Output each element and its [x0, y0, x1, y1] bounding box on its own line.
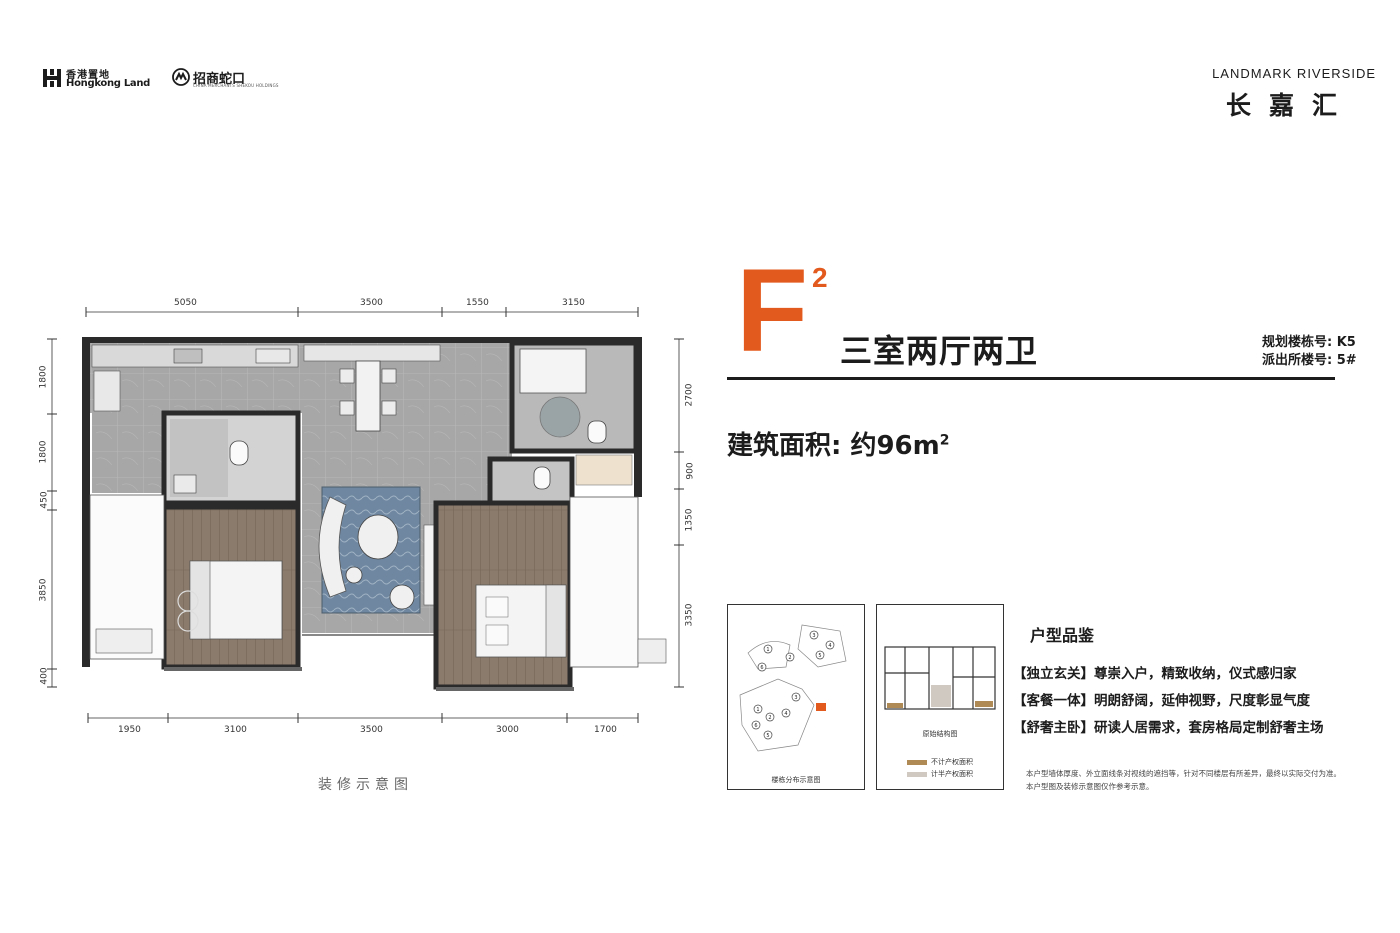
gross-area: 建筑面积: 约96m2 [727, 431, 950, 461]
site-num-5: 5 [818, 653, 821, 659]
hongkong-land-en: Hongkong Land [66, 78, 151, 89]
site-num-12: 6 [754, 723, 757, 729]
site-num-3: 3 [812, 633, 815, 639]
site-num-8: 2 [768, 715, 771, 721]
hongkong-land-logo-icon [43, 69, 61, 87]
dim-right-1: 2700 [684, 383, 695, 407]
unit-type-letter: F [736, 245, 809, 377]
dim-left-3: 450 [39, 491, 50, 509]
dim-right-4: 3350 [684, 603, 695, 627]
building-police-number: 派出所楼号: 5# [1262, 353, 1357, 368]
dim-top-4: 3150 [562, 298, 585, 308]
china-merchants-en: CHINA MERCHANTS SHEKOU HOLDINGS [193, 83, 279, 88]
site-num-7: 1 [756, 707, 759, 713]
site-distribution-card: 1 2 3 4 5 6 1 2 3 4 5 6 楼栋分布示意图 [727, 604, 865, 790]
plan-caption: 装修示意图 [318, 777, 413, 793]
site-num-6: 6 [760, 665, 763, 671]
dim-top-1: 5050 [174, 298, 197, 308]
dim-right-3: 1350 [684, 508, 695, 532]
building-plan-number: 规划楼栋号: K5 [1262, 335, 1356, 350]
layout-name: 三室两厅两卫 [840, 332, 1039, 370]
china-merchants-logo-icon [172, 68, 190, 86]
dim-left-1: 1800 [38, 365, 49, 389]
dim-bottom-5: 1700 [594, 725, 617, 735]
site-num-4: 4 [828, 643, 831, 649]
dim-bottom-1: 1950 [118, 725, 141, 735]
feature-item: 【客餐一体】明朗舒阔，延伸视野，尺度彰显气度 [1013, 693, 1310, 709]
dim-left-5: 400 [39, 667, 50, 685]
dim-bottom-2: 3100 [224, 725, 247, 735]
feature-item: 【舒奢主卧】研读人居需求，套房格局定制舒奢主场 [1013, 720, 1324, 736]
legend-swatch-1 [907, 759, 927, 765]
disclaimer-1: 本户型墙体厚度、外立面线条对视线的遮挡等，针对不同楼层有所差异，最终以实际交付为… [1026, 769, 1341, 778]
legend-item-1: 不计产权面积 [907, 757, 973, 767]
title-divider [727, 377, 1335, 380]
original-structure-card: 原始结构图 不计产权面积 计半产权面积 [876, 604, 1004, 790]
site-distribution-diagram: 1 2 3 4 5 6 1 2 3 4 5 6 [739, 624, 847, 752]
dim-left-4: 3850 [38, 578, 49, 602]
site-distribution-label: 楼栋分布示意图 [771, 776, 821, 784]
floor-plan [47, 307, 684, 723]
original-structure-diagram [884, 646, 996, 710]
site-num-1: 1 [766, 647, 769, 653]
project-name-en: LANDMARK RIVERSIDE [1212, 66, 1376, 81]
original-structure-label: 原始结构图 [922, 730, 958, 738]
hongkong-land-cn: 香港置地 [66, 70, 110, 81]
legend-item-2: 计半产权面积 [907, 769, 973, 779]
unit-type-sup: 2 [812, 262, 828, 293]
dim-bottom-4: 3000 [496, 725, 519, 735]
legend-swatch-2 [907, 771, 927, 777]
project-name-cn: 长嘉汇 [1226, 91, 1356, 120]
site-num-2: 2 [788, 655, 791, 661]
dim-bottom-3: 3500 [360, 725, 383, 735]
site-num-11: 5 [766, 733, 769, 739]
site-num-10: 4 [784, 711, 787, 717]
features-heading: 户型品鉴 [1030, 626, 1095, 645]
dim-right-2: 900 [685, 462, 696, 480]
dim-top-3: 1550 [466, 298, 489, 308]
china-merchants-cn: 招商蛇口 [193, 72, 246, 87]
dim-left-2: 1800 [38, 440, 49, 464]
dim-top-2: 3500 [360, 298, 383, 308]
feature-item: 【独立玄关】尊崇入户，精致收纳，仪式感归家 [1013, 666, 1297, 682]
site-num-9: 3 [794, 695, 797, 701]
disclaimer-2: 本户型图及装修示意图仅作参考示意。 [1026, 782, 1154, 791]
